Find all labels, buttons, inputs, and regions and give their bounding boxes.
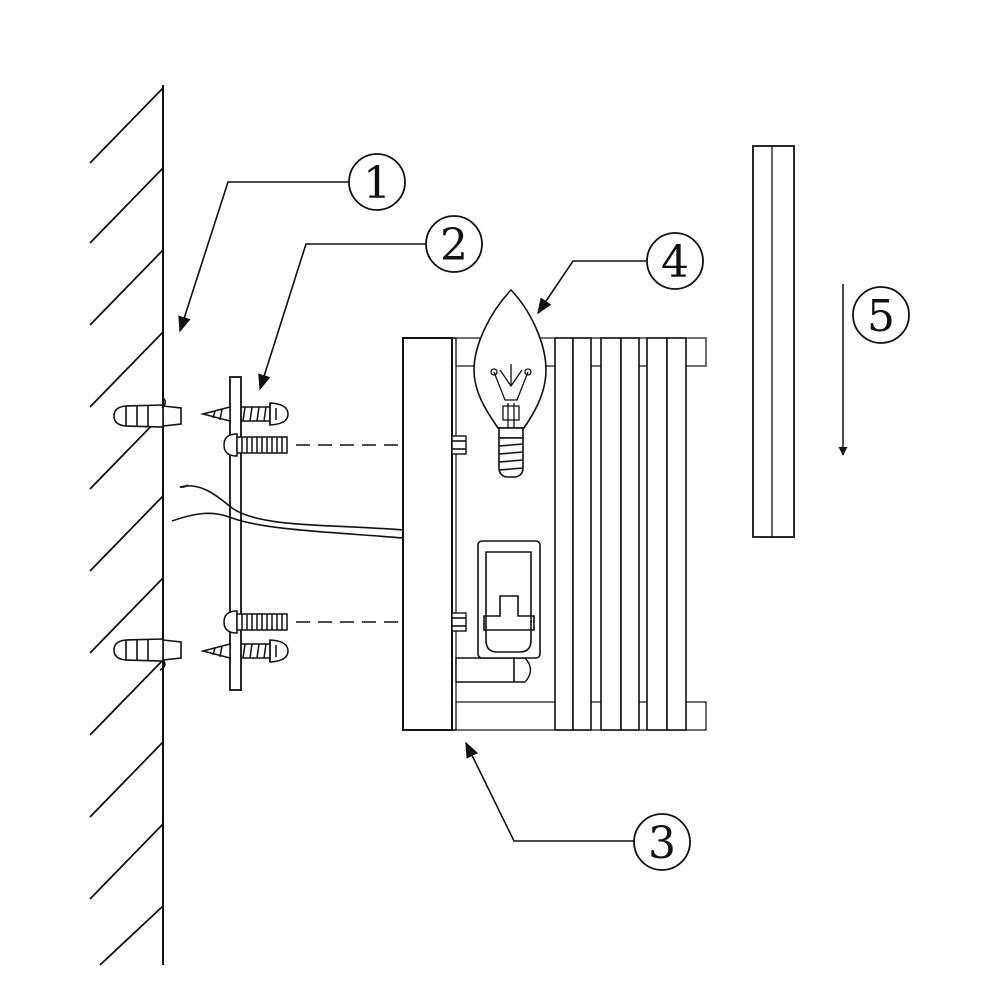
machine-screw-top bbox=[223, 433, 288, 457]
leader-2 bbox=[258, 243, 426, 391]
lamp-socket-holder bbox=[455, 540, 541, 683]
leader-4 bbox=[537, 260, 646, 315]
power-cable bbox=[171, 484, 404, 539]
callout-3-label: 3 bbox=[648, 818, 676, 869]
callout-1: 1 bbox=[348, 153, 406, 211]
callout-2-label: 2 bbox=[440, 220, 468, 271]
lamp-body bbox=[402, 337, 707, 731]
leader-3 bbox=[465, 741, 634, 842]
wall bbox=[89, 85, 164, 966]
callout-leaders bbox=[178, 181, 646, 842]
wall-plug-bottom bbox=[113, 638, 182, 671]
machine-screw-bottom bbox=[223, 610, 288, 634]
alignment-lines bbox=[296, 444, 446, 623]
callout-3: 3 bbox=[633, 813, 691, 871]
cover-panel bbox=[752, 145, 795, 538]
wood-screw-bottom bbox=[200, 639, 289, 663]
callout-5: 5 bbox=[852, 286, 910, 344]
callout-1-label: 1 bbox=[363, 158, 391, 209]
leader-1 bbox=[178, 181, 349, 333]
wall-plug-top bbox=[113, 397, 182, 428]
callout-4: 4 bbox=[646, 232, 704, 290]
bulb-filament bbox=[490, 364, 532, 428]
bulb bbox=[473, 288, 547, 478]
wood-screw-top bbox=[200, 402, 289, 426]
callout-4-label: 4 bbox=[661, 237, 689, 288]
wall-hatching bbox=[89, 87, 164, 966]
mounting-plate bbox=[229, 376, 242, 691]
callout-5-label: 5 bbox=[867, 291, 895, 342]
callout-2: 2 bbox=[425, 215, 483, 273]
lamp-fins bbox=[554, 337, 687, 731]
